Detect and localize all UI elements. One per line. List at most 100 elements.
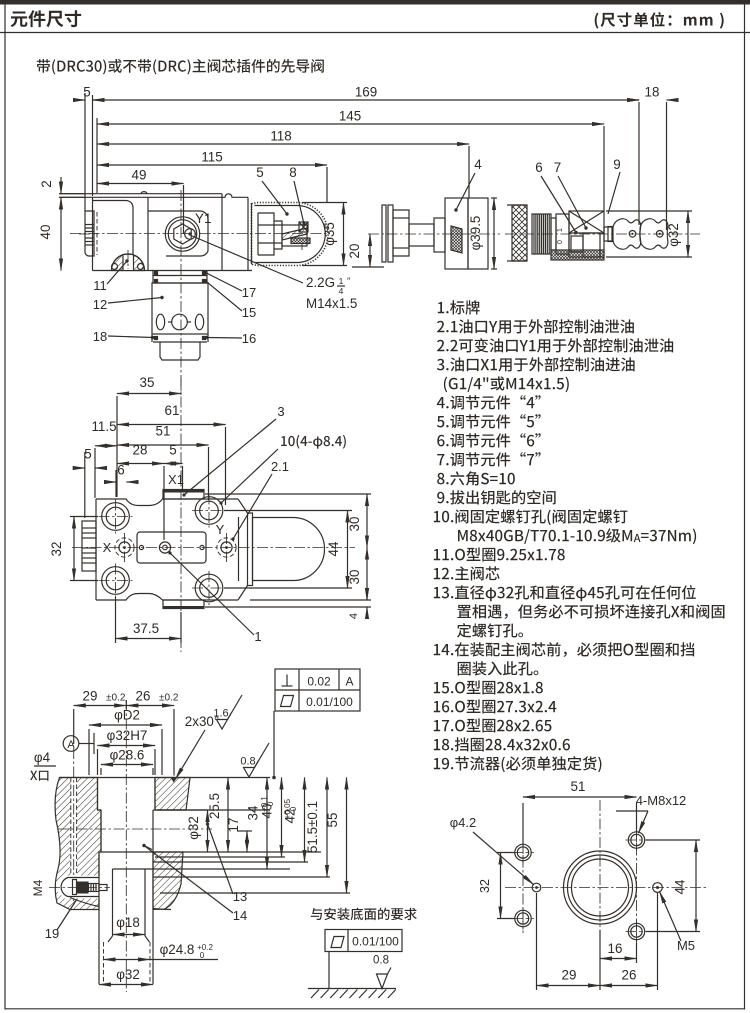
svg-text:11.5: 11.5 xyxy=(91,419,116,434)
svg-text:Y1: Y1 xyxy=(195,211,212,226)
svg-text:″: ″ xyxy=(347,276,351,286)
svg-text:51: 51 xyxy=(571,779,586,794)
svg-text:φ32: φ32 xyxy=(116,967,140,982)
svg-text:3: 3 xyxy=(277,404,284,419)
svg-text:5: 5 xyxy=(169,443,176,458)
svg-text:40: 40 xyxy=(38,225,53,240)
svg-text:±0.2: ±0.2 xyxy=(159,693,179,704)
svg-text:29: 29 xyxy=(562,968,577,983)
svg-text:1: 1 xyxy=(557,228,564,232)
svg-text:34: 34 xyxy=(246,805,261,820)
svg-text:5: 5 xyxy=(83,85,90,100)
svg-text:φ32: φ32 xyxy=(666,223,681,247)
svg-text:1.6: 1.6 xyxy=(213,708,228,720)
svg-text:0.8: 0.8 xyxy=(240,756,255,768)
svg-text:X: X xyxy=(103,540,112,555)
svg-text:18: 18 xyxy=(645,85,660,100)
svg-text:φ18: φ18 xyxy=(116,915,140,930)
svg-text:φ24.8: φ24.8 xyxy=(160,942,195,957)
svg-text:φ28.6: φ28.6 xyxy=(110,748,145,763)
svg-text:11: 11 xyxy=(93,278,107,293)
svg-text:115: 115 xyxy=(201,150,222,165)
svg-text:118: 118 xyxy=(270,129,291,144)
svg-text:5: 5 xyxy=(84,447,91,462)
svg-text:4: 4 xyxy=(348,613,360,619)
svg-text:0.8: 0.8 xyxy=(373,955,389,967)
svg-text:49: 49 xyxy=(132,168,147,183)
svg-text:1: 1 xyxy=(254,629,261,644)
svg-text:44: 44 xyxy=(673,879,688,894)
svg-text:0: 0 xyxy=(200,951,205,960)
svg-text:0: 0 xyxy=(557,240,564,244)
svg-text:φ35: φ35 xyxy=(322,222,337,246)
svg-text:15: 15 xyxy=(242,305,256,320)
svg-text:0.01/100: 0.01/100 xyxy=(352,935,399,949)
svg-text:φ32: φ32 xyxy=(186,816,201,840)
svg-text:55: 55 xyxy=(325,813,340,828)
svg-text:2x30°: 2x30° xyxy=(185,714,219,729)
svg-text:61: 61 xyxy=(165,403,180,418)
svg-text:X1: X1 xyxy=(168,472,184,487)
svg-text:26: 26 xyxy=(136,689,151,704)
svg-text:0.01/100: 0.01/100 xyxy=(306,695,353,709)
svg-text:7: 7 xyxy=(554,160,561,175)
svg-text:30: 30 xyxy=(347,570,362,585)
svg-text:φD2: φD2 xyxy=(114,708,140,723)
svg-text:29: 29 xyxy=(83,689,98,704)
svg-text:A: A xyxy=(67,739,75,751)
svg-text:12: 12 xyxy=(93,297,107,312)
svg-text:+0.2: +0.2 xyxy=(197,943,213,952)
svg-text:145: 145 xyxy=(339,109,361,124)
svg-text:51.5±0.1: 51.5±0.1 xyxy=(305,801,320,853)
svg-text:+0.05: +0.05 xyxy=(283,798,292,819)
svg-text:±0.2: ±0.2 xyxy=(106,693,126,704)
svg-text:26: 26 xyxy=(622,968,637,983)
svg-text:M4: M4 xyxy=(31,879,45,896)
svg-text:19: 19 xyxy=(45,926,59,941)
svg-text:0: 0 xyxy=(289,806,298,811)
svg-text:25.5: 25.5 xyxy=(207,793,222,819)
svg-text:6: 6 xyxy=(117,463,124,478)
svg-text:40: 40 xyxy=(260,804,275,819)
svg-text:17: 17 xyxy=(242,285,256,300)
svg-text:32: 32 xyxy=(49,542,64,557)
svg-text:+0.1: +0.1 xyxy=(260,796,269,812)
svg-text:13: 13 xyxy=(233,889,247,904)
svg-text:44: 44 xyxy=(326,541,341,556)
svg-text:2.1: 2.1 xyxy=(271,459,289,474)
svg-text:Y: Y xyxy=(216,522,225,537)
svg-text:A: A xyxy=(345,675,353,689)
svg-text:φ4: φ4 xyxy=(34,750,51,765)
svg-text:42: 42 xyxy=(283,809,298,824)
svg-text:4: 4 xyxy=(339,286,344,296)
svg-text:2: 2 xyxy=(39,180,54,187)
svg-text:0.02: 0.02 xyxy=(307,675,331,689)
svg-text:14: 14 xyxy=(233,908,247,923)
svg-text:5: 5 xyxy=(256,165,263,180)
svg-text:4-M8x12: 4-M8x12 xyxy=(636,793,687,808)
svg-text:φ32H7: φ32H7 xyxy=(107,728,148,743)
svg-text:16: 16 xyxy=(608,941,623,956)
svg-text:17: 17 xyxy=(226,818,241,833)
svg-text:169: 169 xyxy=(355,85,377,100)
svg-text:35: 35 xyxy=(140,375,155,390)
svg-text:20: 20 xyxy=(347,244,362,259)
svg-text:16: 16 xyxy=(242,331,256,346)
svg-text:9: 9 xyxy=(613,157,620,172)
svg-text:30: 30 xyxy=(347,517,362,532)
svg-text:37.5: 37.5 xyxy=(133,621,159,636)
svg-text:4: 4 xyxy=(474,157,482,172)
svg-text:0: 0 xyxy=(266,801,275,806)
svg-text:6: 6 xyxy=(535,160,542,175)
svg-text:28: 28 xyxy=(133,443,148,458)
svg-text:M5: M5 xyxy=(677,938,695,953)
svg-text:φ39.5: φ39.5 xyxy=(468,216,483,251)
svg-text:1: 1 xyxy=(339,276,344,286)
svg-text:51: 51 xyxy=(156,424,171,439)
svg-text:φ4.2: φ4.2 xyxy=(450,815,477,830)
svg-text:8: 8 xyxy=(289,165,296,180)
svg-text:M14x1.5: M14x1.5 xyxy=(306,296,357,311)
svg-text:32: 32 xyxy=(478,879,492,893)
svg-text:2.2G: 2.2G xyxy=(306,275,335,290)
svg-text:18: 18 xyxy=(93,329,107,344)
